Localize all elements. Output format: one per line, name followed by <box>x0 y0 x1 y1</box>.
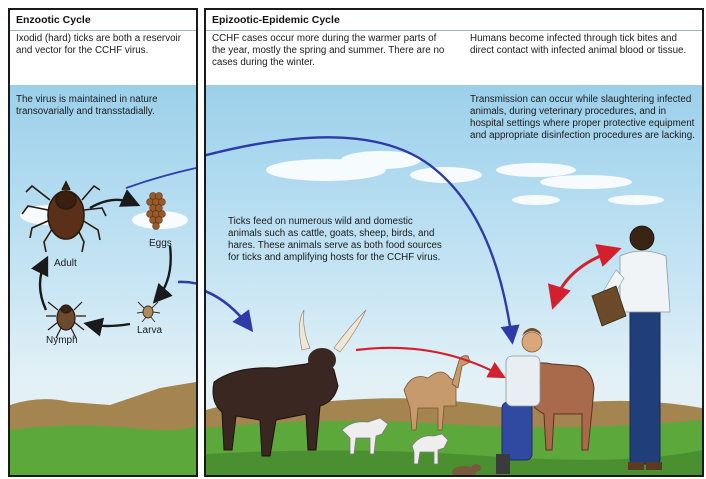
enzootic-intro-text: Ixodid (hard) ticks are both a reservoir… <box>16 33 192 57</box>
adult-to-human-arrow-start <box>126 168 196 188</box>
eggs-label: Eggs <box>149 238 172 249</box>
epizootic-epidemic-panel: Epizootic-Epidemic Cycle CCHF cases occu… <box>204 8 704 477</box>
ticks-feed-text: Ticks feed on numerous wild and domestic… <box>228 216 444 264</box>
adult-label: Adult <box>54 258 77 269</box>
transmission-settings-text: Transmission can occur while slaughterin… <box>470 94 696 142</box>
grass-left <box>10 424 196 477</box>
seasonal-cases-text: CCHF cases occur more during the warmer … <box>212 33 452 69</box>
nymph-label: Nymph <box>46 335 78 346</box>
virus-maintained-text: The virus is maintained in nature transo… <box>16 94 192 118</box>
cattle-to-vet-arrow <box>356 348 502 376</box>
enzootic-header: Enzootic Cycle <box>10 10 196 31</box>
larva-label: Larva <box>137 325 162 336</box>
larva-tick-drawing <box>137 302 160 322</box>
enzootic-cycle-panel: Enzootic Cycle Ixodid (hard) ticks are b… <box>8 8 198 477</box>
clouds-right <box>266 151 664 205</box>
nymph-tick-drawing <box>46 302 86 338</box>
tick-transfer-arrow-left <box>178 282 196 310</box>
epizootic-title: Epizootic-Epidemic Cycle <box>212 14 340 26</box>
epizootic-header: Epizootic-Epidemic Cycle <box>206 10 702 31</box>
human-infection-text: Humans become infected through tick bite… <box>470 33 696 57</box>
tick-to-animals-arrow <box>206 288 250 328</box>
enzootic-title: Enzootic Cycle <box>16 14 91 26</box>
